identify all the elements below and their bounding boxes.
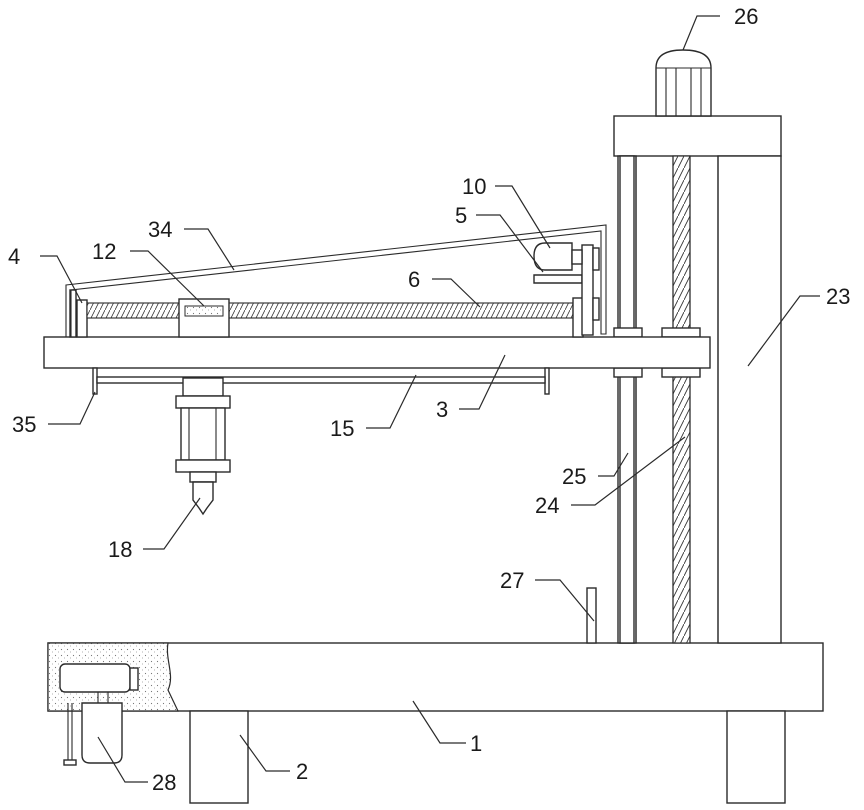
label-6: 6 (408, 267, 420, 292)
label-18: 18 (108, 537, 132, 562)
label-15: 15 (330, 416, 354, 441)
collector-assembly (64, 703, 122, 765)
upper-screw-assembly (70, 290, 583, 337)
label-3: 3 (436, 397, 448, 422)
base-plate (48, 643, 823, 711)
label-4: 4 (8, 244, 20, 269)
label-28: 28 (152, 770, 176, 795)
drill-cylinder (176, 378, 230, 514)
screw-motor (534, 243, 599, 335)
protective-cover (66, 225, 606, 337)
lead-screw (673, 156, 690, 643)
column-frame (614, 116, 781, 643)
label-10: 10 (462, 174, 486, 199)
label-25: 25 (562, 464, 586, 489)
label-23: 23 (826, 284, 850, 309)
crossbeam (44, 337, 710, 368)
label-35: 35 (12, 412, 36, 437)
label-26: 26 (734, 4, 758, 29)
label-34: 34 (148, 217, 172, 242)
label-2: 2 (296, 759, 308, 784)
support-legs (190, 711, 785, 803)
label-1: 1 (470, 731, 482, 756)
guide-rod (620, 156, 634, 643)
lower-rail (93, 368, 549, 394)
top-motor (656, 50, 711, 116)
label-5: 5 (455, 203, 467, 228)
label-24: 24 (535, 493, 559, 518)
stop-plate (587, 588, 596, 643)
label-12: 12 (92, 239, 116, 264)
label-27: 27 (500, 568, 524, 593)
